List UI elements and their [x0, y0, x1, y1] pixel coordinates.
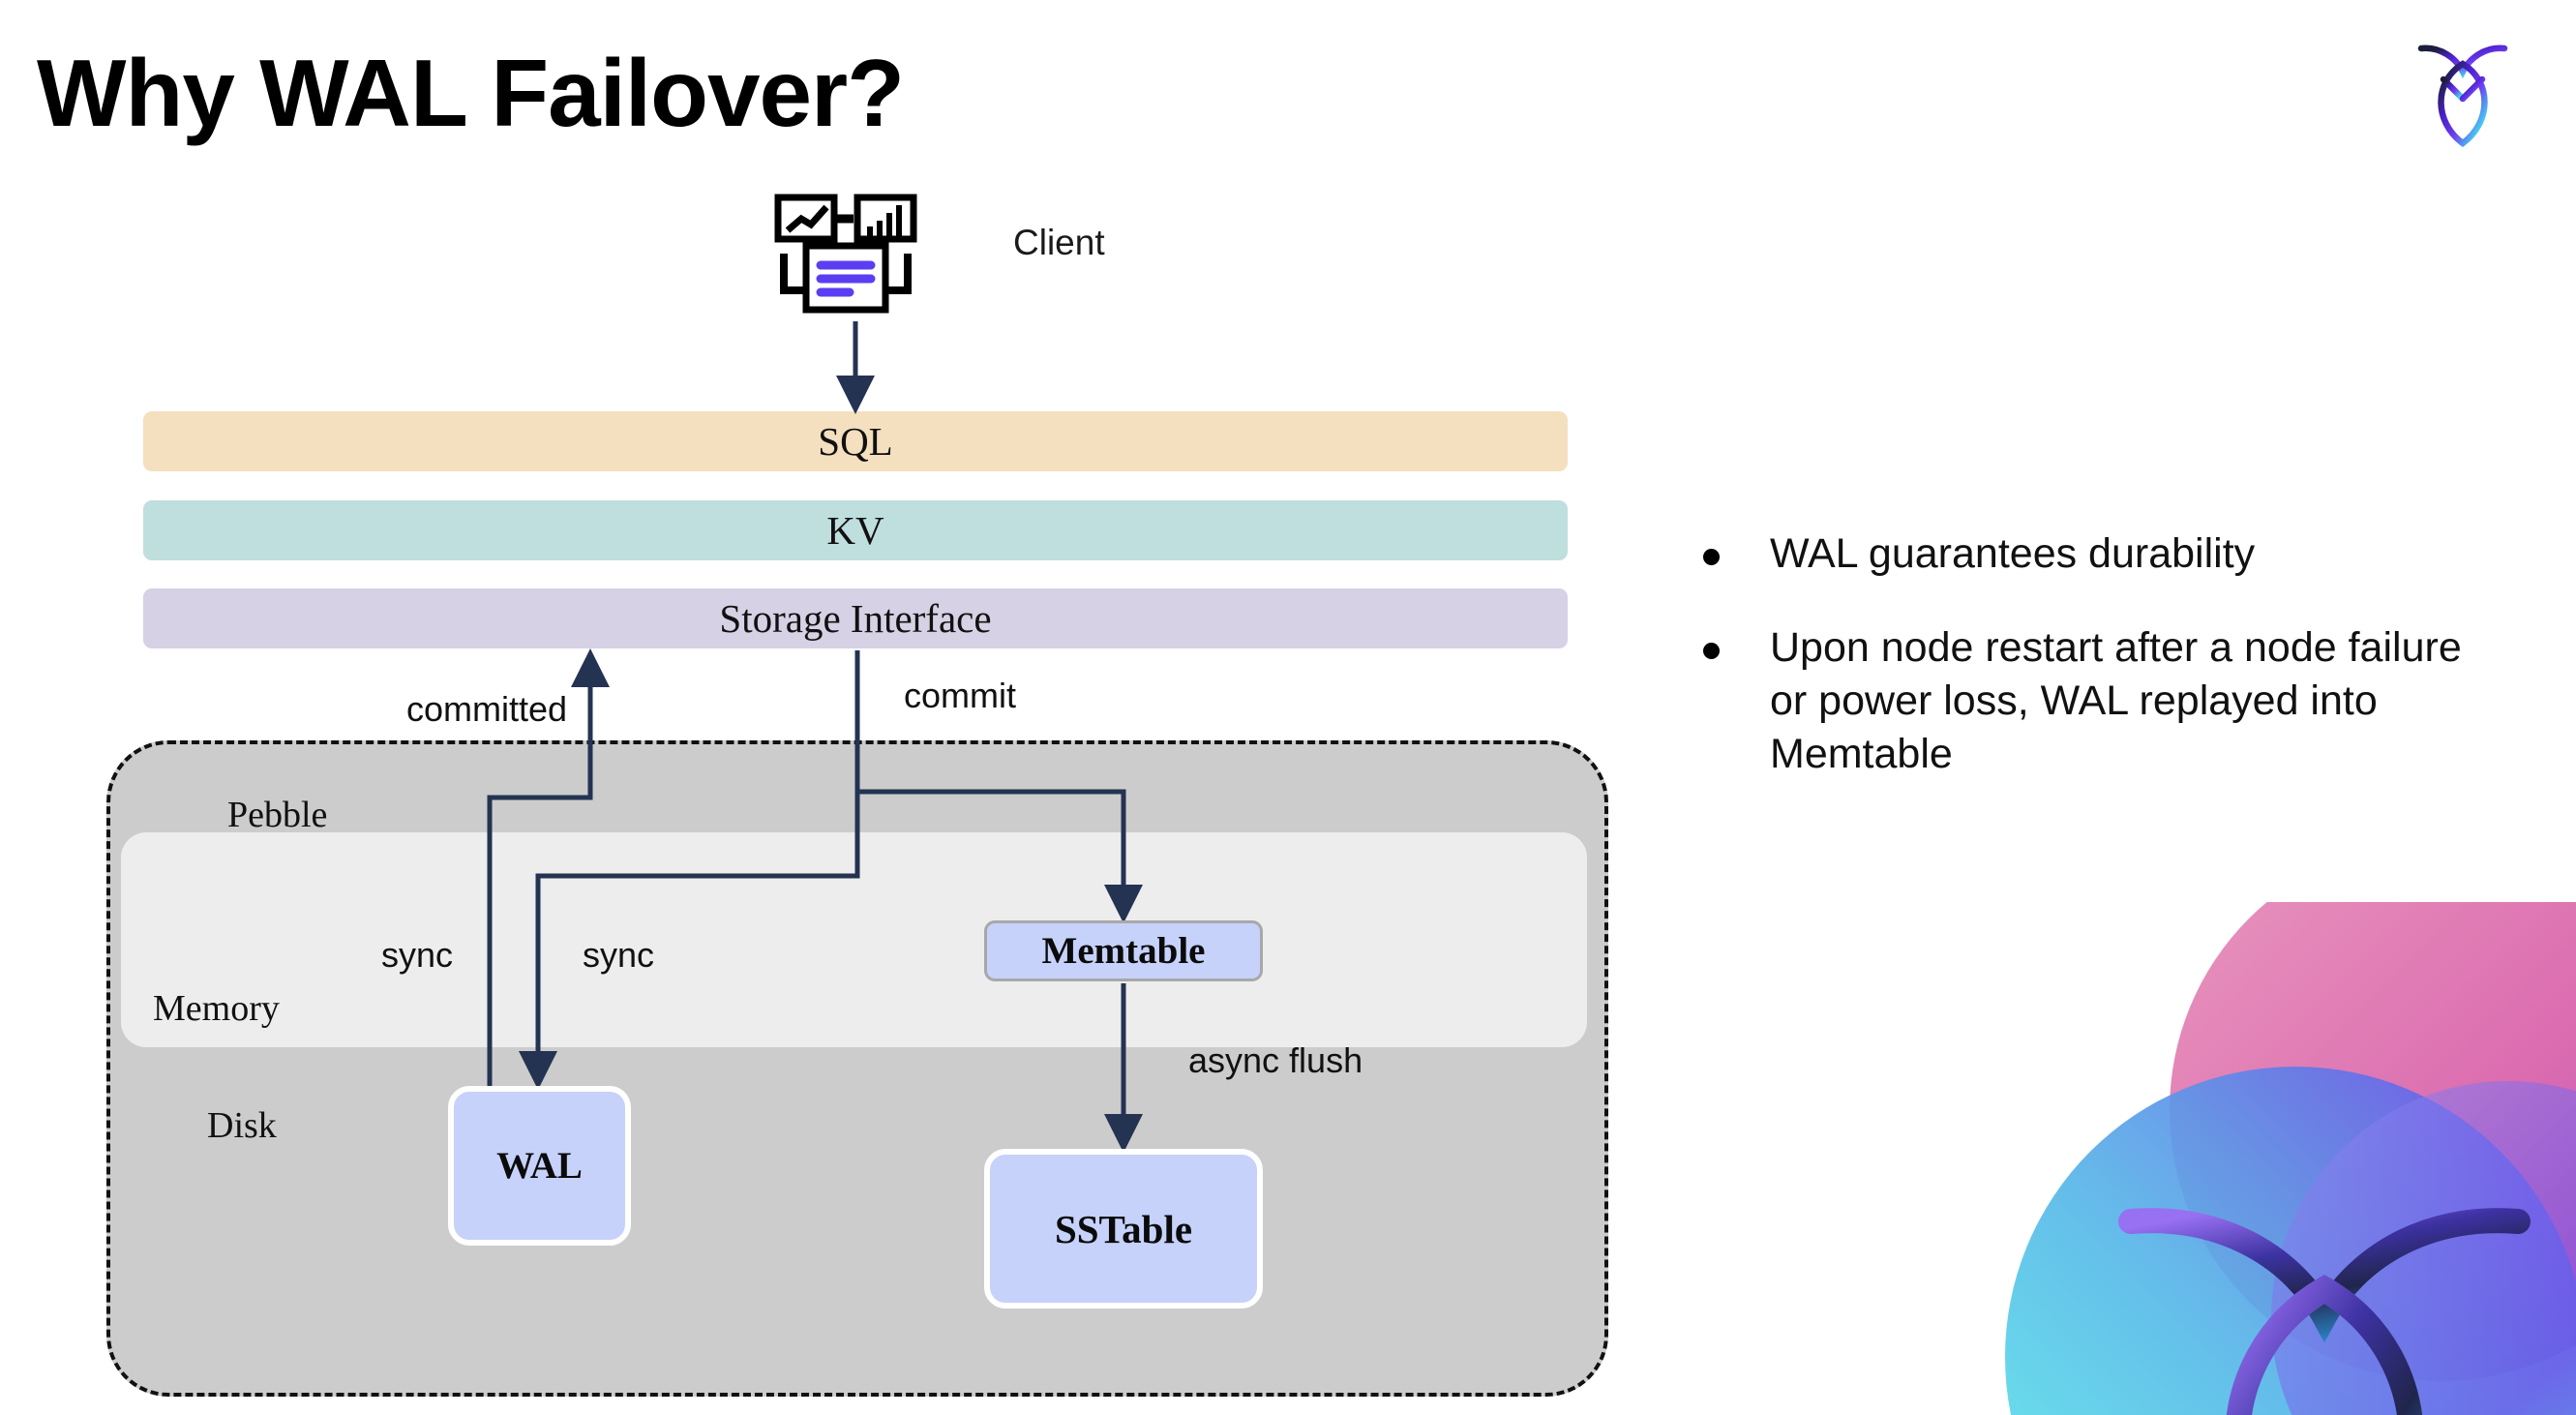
list-item: WAL guarantees durability [1703, 527, 2477, 581]
edge-label-commit: commit [904, 676, 1016, 715]
node-label-sstable: SSTable [1054, 1206, 1193, 1251]
edge-label-committed: committed [406, 689, 568, 729]
edge-label-sync-right: sync [583, 935, 655, 975]
layer-label-kv: KV [826, 508, 884, 553]
disk-label: Disk [207, 1105, 277, 1146]
node-memtable[interactable]: Memtable [984, 920, 1263, 981]
client-dashboard-icon [774, 194, 917, 314]
node-wal[interactable]: WAL [448, 1086, 631, 1246]
node-label-wal: WAL [496, 1145, 583, 1187]
client-label: Client [1013, 223, 1105, 262]
node-label-memtable: Memtable [1041, 930, 1206, 972]
edge-label-async-flush: async flush [1188, 1040, 1363, 1080]
list-item: Upon node restart after a node failure o… [1703, 621, 2477, 781]
page-title: Why WAL Failover? [37, 40, 905, 146]
memory-label: Memory [153, 988, 280, 1029]
cockroach-logo-icon [2417, 45, 2508, 148]
edge-label-sync-left: sync [381, 935, 454, 975]
layer-label-storage: Storage Interface [719, 596, 992, 641]
layer-bar-kv[interactable]: KV [143, 500, 1568, 560]
notes-bullet-list: WAL guarantees durability Upon node rest… [1703, 527, 2477, 822]
pebble-label: Pebble [227, 795, 328, 835]
arrow-wal-to-storage [487, 648, 610, 1086]
node-sstable[interactable]: SSTable [984, 1149, 1263, 1309]
arrow-storage-to-wal [519, 650, 860, 1090]
layer-bar-storage[interactable]: Storage Interface [143, 588, 1568, 648]
layer-label-sql: SQL [818, 419, 893, 464]
arrow-storage-to-memtable [857, 789, 1143, 923]
bullet-text: Upon node restart after a node failure o… [1770, 624, 2462, 778]
layer-bar-sql[interactable]: SQL [143, 411, 1568, 471]
bullet-dot-icon [1703, 643, 1720, 660]
bullet-text: WAL guarantees durability [1770, 530, 2256, 577]
bullet-dot-icon [1703, 549, 1720, 565]
memory-zone [121, 832, 1587, 1047]
